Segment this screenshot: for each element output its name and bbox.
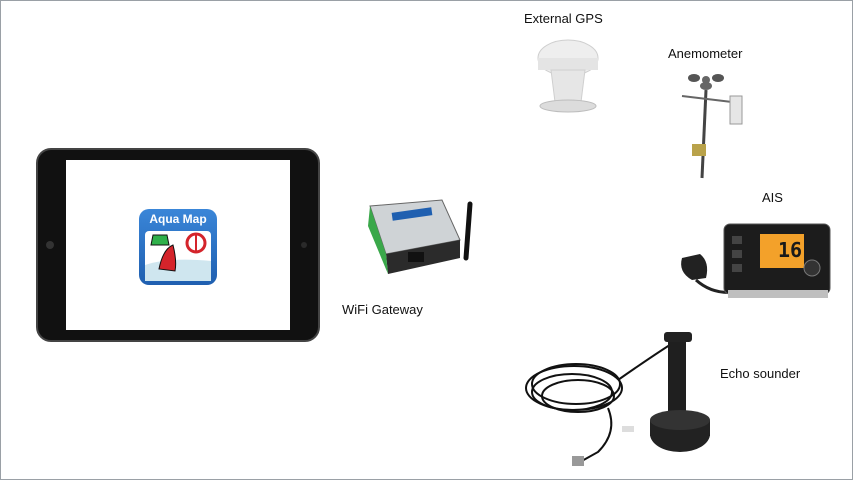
external-gps-antenna bbox=[531, 36, 605, 116]
wifi-gateway-device bbox=[362, 196, 482, 280]
external-gps-label: External GPS bbox=[524, 11, 603, 26]
red-buoy-icon bbox=[158, 244, 177, 272]
echo-sounder-label: Echo sounder bbox=[720, 366, 801, 381]
antenna bbox=[463, 201, 473, 261]
app-icon-title: Aqua Map bbox=[149, 212, 207, 226]
wifi-gateway-label: WiFi Gateway bbox=[342, 302, 423, 317]
ais-radio: 16 bbox=[676, 218, 834, 302]
green-buoy-icon bbox=[150, 234, 170, 246]
ais-label: AIS bbox=[762, 190, 783, 205]
echo-sounder-transducer bbox=[518, 322, 734, 470]
anemometer-label: Anemometer bbox=[668, 46, 743, 61]
aqua-map-app-icon[interactable]: Aqua Map bbox=[139, 209, 217, 285]
anemometer-device bbox=[672, 70, 752, 182]
ais-channel-display: 16 bbox=[777, 238, 803, 262]
